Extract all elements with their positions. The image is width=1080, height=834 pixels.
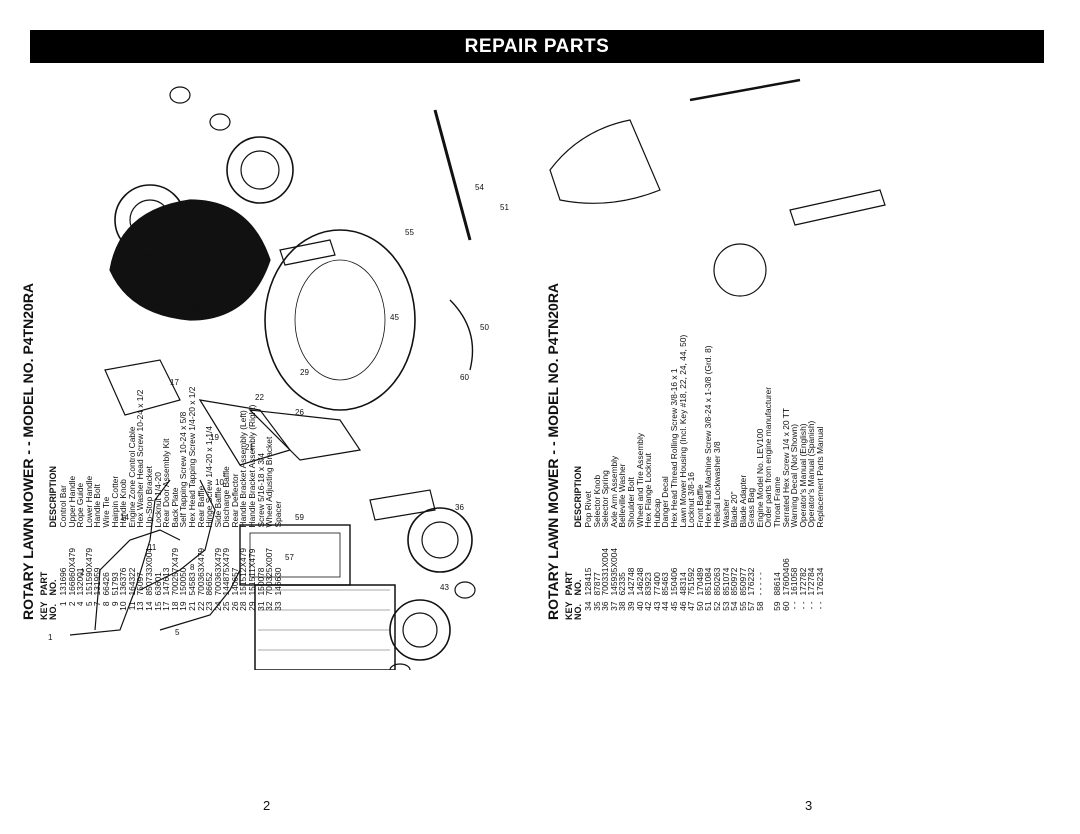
exploded-parts-diagram-right (540, 70, 980, 360)
wheel-right-shape (713, 243, 767, 297)
model-title-left: ROTARY LAWN MOWER - - MODEL NO. P4TN20RA (20, 282, 36, 620)
svg-text:51: 51 (500, 203, 509, 212)
description-header: DESCRIPTION (48, 465, 58, 528)
part-description: Helical Lockwasher 3/8 (711, 441, 722, 528)
part-number: 176234 (815, 567, 826, 596)
wheel-front-left-shape (226, 136, 294, 204)
key-number: 8 (100, 601, 111, 607)
parts-row: 33 146630 Spacer (272, 381, 283, 620)
svg-text:21: 21 (245, 443, 254, 452)
svg-text:10: 10 (215, 478, 224, 487)
wheel-rear-left-shape (114, 184, 186, 256)
svg-text:54: 54 (475, 183, 484, 192)
blade-shape (433, 109, 472, 241)
key-number: 1 (58, 601, 68, 607)
control-bar-shape (69, 479, 171, 636)
svg-text:5: 5 (175, 628, 180, 637)
svg-text:58: 58 (190, 303, 199, 312)
svg-text:43: 43 (440, 583, 449, 592)
mower-housing-shape (264, 229, 416, 411)
svg-text:14: 14 (120, 513, 129, 522)
key-number: 5 (83, 601, 94, 607)
side-baffle-shape (248, 409, 362, 461)
engine-shape (109, 199, 271, 321)
key-number: 7 (92, 601, 103, 607)
rear-door-shape (104, 359, 181, 416)
repair-parts-banner: REPAIR PARTS (30, 30, 1044, 63)
svg-text:11: 11 (148, 543, 157, 552)
svg-text:22: 22 (255, 393, 264, 402)
axle-arm-shape (369, 489, 436, 521)
svg-text:45: 45 (390, 313, 399, 322)
blade-right-shape (689, 78, 801, 102)
svg-text:26: 26 (295, 408, 304, 417)
part-description: Spacer (272, 500, 283, 528)
part-description: Replacement Parts Manual (815, 426, 826, 528)
svg-text:17: 17 (170, 378, 179, 387)
key-number: 2 (66, 601, 77, 607)
wheel-front-right-shape (389, 599, 451, 661)
parts-list-left: ROTARY LAWN MOWER - - MODEL NO. P4TN20RA… (20, 30, 340, 620)
part-number: 146630 (272, 567, 283, 596)
parts-list-right: ROTARY LAWN MOWER - - MODEL NO. P4TN20RA… (545, 30, 865, 620)
page-number-right: 3 (805, 798, 813, 813)
key-number: 33 (272, 601, 283, 611)
key-number: - - (815, 601, 826, 610)
wheel-rear-right-shape (407, 507, 473, 573)
svg-text:59: 59 (295, 513, 304, 522)
svg-text:36: 36 (455, 503, 464, 512)
lower-handle-shape (139, 479, 216, 591)
throat-frame-shape (239, 524, 351, 586)
parts-row: - - 176234 Replacement Parts Manual (815, 329, 826, 620)
description-header: DESCRIPTION (573, 465, 583, 528)
page-number-left: 2 (263, 798, 271, 813)
svg-text:55: 55 (405, 228, 414, 237)
housing-right-shape (549, 119, 661, 204)
front-baffle-shape (449, 299, 474, 371)
svg-text:1: 1 (48, 633, 53, 642)
upper-handle-shape (94, 529, 181, 631)
svg-text:57: 57 (285, 553, 294, 562)
svg-text:50: 50 (480, 323, 489, 332)
part-number: - - - - - (754, 572, 765, 596)
key-number: 4 (75, 601, 86, 607)
svg-text:60: 60 (460, 373, 469, 382)
svg-text:19: 19 (210, 433, 219, 442)
svg-text:8: 8 (190, 563, 195, 572)
svg-text:29: 29 (300, 368, 309, 377)
key-number: 58 (754, 601, 765, 611)
svg-text:2: 2 (80, 568, 85, 577)
part-description: Hex Flange Locknut (643, 452, 654, 528)
model-title-right: ROTARY LAWN MOWER - - MODEL NO. P4TN20RA (545, 282, 561, 620)
